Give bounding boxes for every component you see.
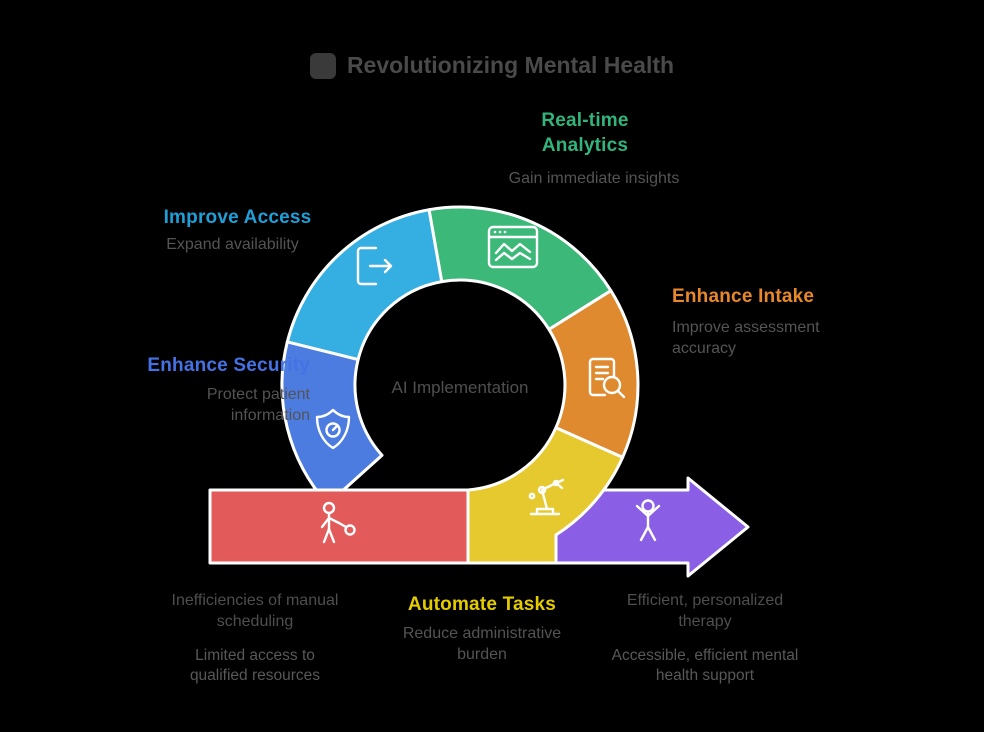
patient-icon <box>320 501 356 544</box>
note-bottom-left-secondary: Limited access to qualified resources <box>189 647 321 685</box>
desc-improve-access: Expand availability <box>166 236 299 253</box>
center-label: AI Implementation <box>391 378 529 397</box>
desc-automate-tasks: Reduce administrative burden <box>402 625 562 664</box>
page-title-row: Revolutionizing Mental Health <box>0 52 984 79</box>
document-search-icon <box>588 357 626 399</box>
door-exit-icon <box>356 246 393 286</box>
note-bottom-right-primary: Efficient, personalized therapy <box>626 592 784 631</box>
label-real-time-analytics: Real-time Analytics <box>541 110 629 157</box>
desc-enhance-security: Protect patient information <box>206 386 310 425</box>
label-enhance-intake: Enhance Intake <box>672 286 815 307</box>
segment-entry-band <box>208 488 470 565</box>
desc-enhance-intake: Improve assessment accuracy <box>672 319 820 358</box>
celebrating-person-icon <box>635 499 661 542</box>
label-automate-tasks: Automate Tasks <box>407 594 557 615</box>
shield-gauge-icon <box>315 408 351 450</box>
label-enhance-security: Enhance Security <box>147 355 310 376</box>
label-improve-access: Improve Access <box>163 207 312 228</box>
note-bottom-right-secondary: Accessible, efficient mental health supp… <box>611 647 799 685</box>
page-title: Revolutionizing Mental Health <box>346 52 675 78</box>
analytics-chart-icon <box>487 225 539 269</box>
segment-automate-tasks <box>466 426 625 565</box>
title-icon <box>309 52 336 79</box>
note-bottom-left-primary: Inefficiencies of manual scheduling <box>171 592 339 631</box>
robot-arm-icon <box>528 478 565 516</box>
desc-real-time-analytics: Gain immediate insights <box>508 170 680 187</box>
